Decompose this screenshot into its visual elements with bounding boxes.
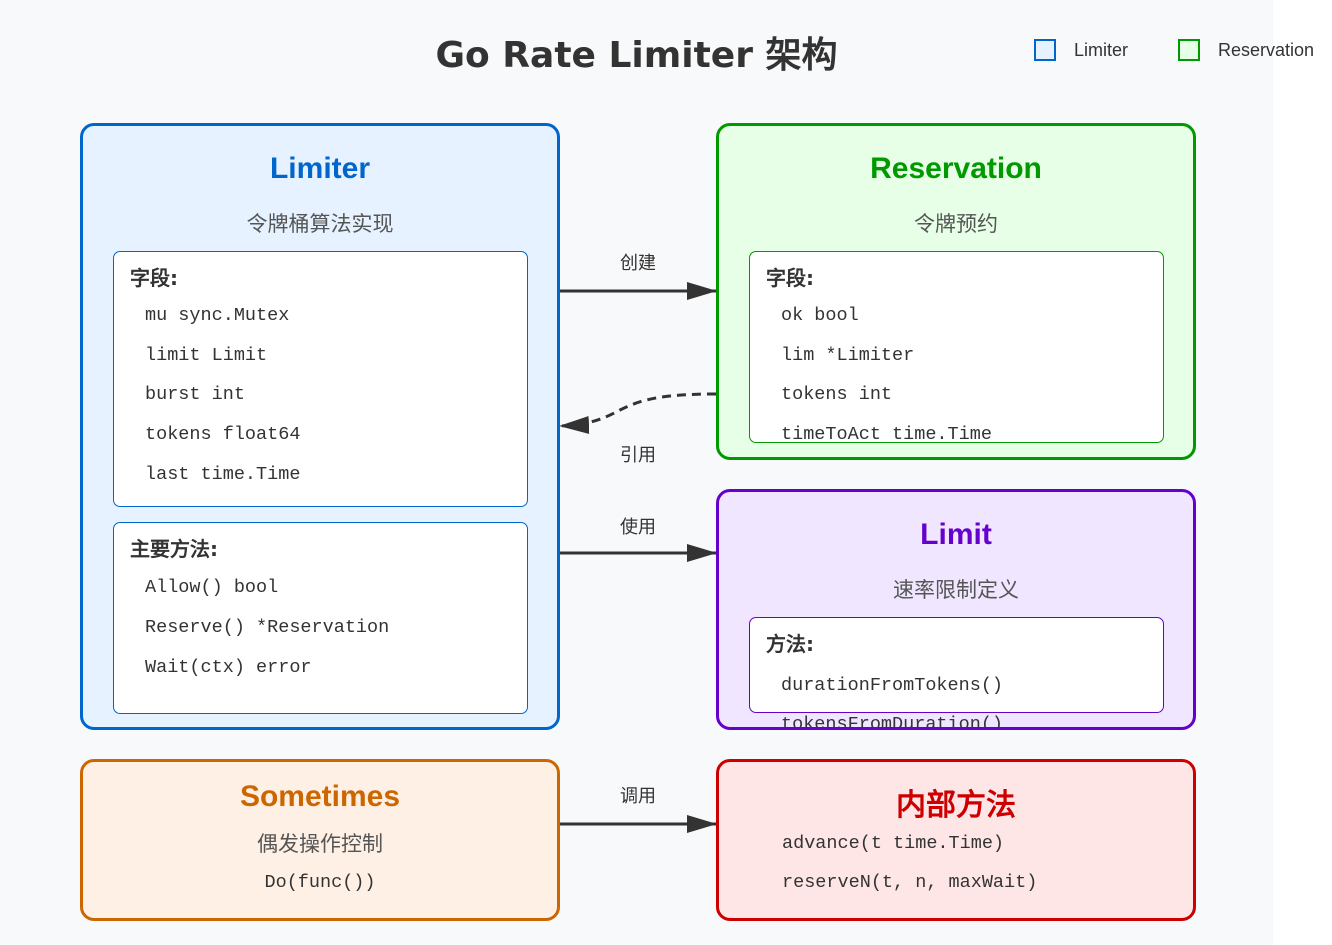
reservation-field: timeToAct time.Time xyxy=(781,424,992,443)
internal-method: reserveN(t, n, maxWait) xyxy=(782,872,1038,893)
legend-item-reservation: Reservation xyxy=(1178,37,1314,63)
legend-item-limiter: Limiter xyxy=(1034,37,1128,63)
sometimes-title: Sometimes xyxy=(239,780,401,813)
reservation-field: ok bool xyxy=(781,305,859,326)
limit-node: Limit 速率限制定义 方法: durationFromTokens() to… xyxy=(716,489,1196,730)
edge-reference-arrow xyxy=(559,392,717,435)
diagram-title: Go Rate Limiter 架构 xyxy=(435,35,838,76)
edge-label-use: 使用 xyxy=(620,517,656,538)
reservation-title: Reservation xyxy=(870,152,1042,185)
limiter-field: tokens float64 xyxy=(145,424,301,445)
internal-methods-title: 内部方法 xyxy=(896,789,1016,822)
limiter-field: burst int xyxy=(145,384,245,405)
edge-label-call: 调用 xyxy=(620,786,656,807)
limit-methods-panel: 方法: xyxy=(749,617,1164,713)
limiter-field: last time.Time xyxy=(145,464,301,485)
edge-label-create: 创建 xyxy=(620,253,656,274)
reservation-fields-heading: 字段: xyxy=(766,266,814,290)
sometimes-subtitle: 偶发操作控制 xyxy=(257,832,383,856)
reservation-fields-panel: 字段: ok bool lim *Limiter tokens int time… xyxy=(749,251,1164,443)
limit-method: tokensFromDuration() xyxy=(781,714,1004,730)
limiter-field: mu sync.Mutex xyxy=(145,305,290,326)
reservation-node: Reservation 令牌预约 字段: ok bool lim *Limite… xyxy=(716,123,1196,460)
limiter-method: Wait(ctx) error xyxy=(145,657,312,678)
sometimes-node: Sometimes 偶发操作控制 Do(func()) xyxy=(80,759,560,921)
limiter-field: limit Limit xyxy=(145,345,268,366)
edge-label-reference: 引用 xyxy=(620,445,656,466)
internal-methods-node: 内部方法 advance(t time.Time) reserveN(t, n,… xyxy=(716,759,1196,921)
limiter-methods-heading: 主要方法: xyxy=(130,537,218,561)
limiter-title: Limiter xyxy=(269,152,371,185)
limit-methods-heading: 方法: xyxy=(766,632,814,656)
legend-label: Limiter xyxy=(1074,39,1129,60)
internal-method: advance(t time.Time) xyxy=(782,833,1005,854)
limiter-method: Allow() bool xyxy=(145,577,279,598)
reservation-subtitle: 令牌预约 xyxy=(914,212,998,236)
limiter-method: Reserve() *Reservation xyxy=(145,617,390,638)
sometimes-method: Do(func()) xyxy=(264,872,376,893)
limit-title: Limit xyxy=(920,518,992,551)
limit-subtitle: 速率限制定义 xyxy=(893,578,1019,602)
limiter-node: Limiter 令牌桶算法实现 字段: mu sync.Mutex limit … xyxy=(80,123,560,730)
limit-method: durationFromTokens() xyxy=(781,675,1004,696)
legend-swatch-reservation xyxy=(1178,39,1200,61)
limiter-methods-panel: 主要方法: Allow() bool Reserve() *Reservatio… xyxy=(113,522,528,714)
legend-swatch-limiter xyxy=(1034,39,1056,61)
limiter-subtitle: 令牌桶算法实现 xyxy=(246,212,394,236)
limiter-fields-heading: 字段: xyxy=(130,266,178,290)
limiter-fields-panel: 字段: mu sync.Mutex limit Limit burst int … xyxy=(113,251,528,507)
legend-label: Reservation xyxy=(1218,39,1315,60)
reservation-field: lim *Limiter xyxy=(781,345,915,366)
reservation-field: tokens int xyxy=(781,384,893,405)
